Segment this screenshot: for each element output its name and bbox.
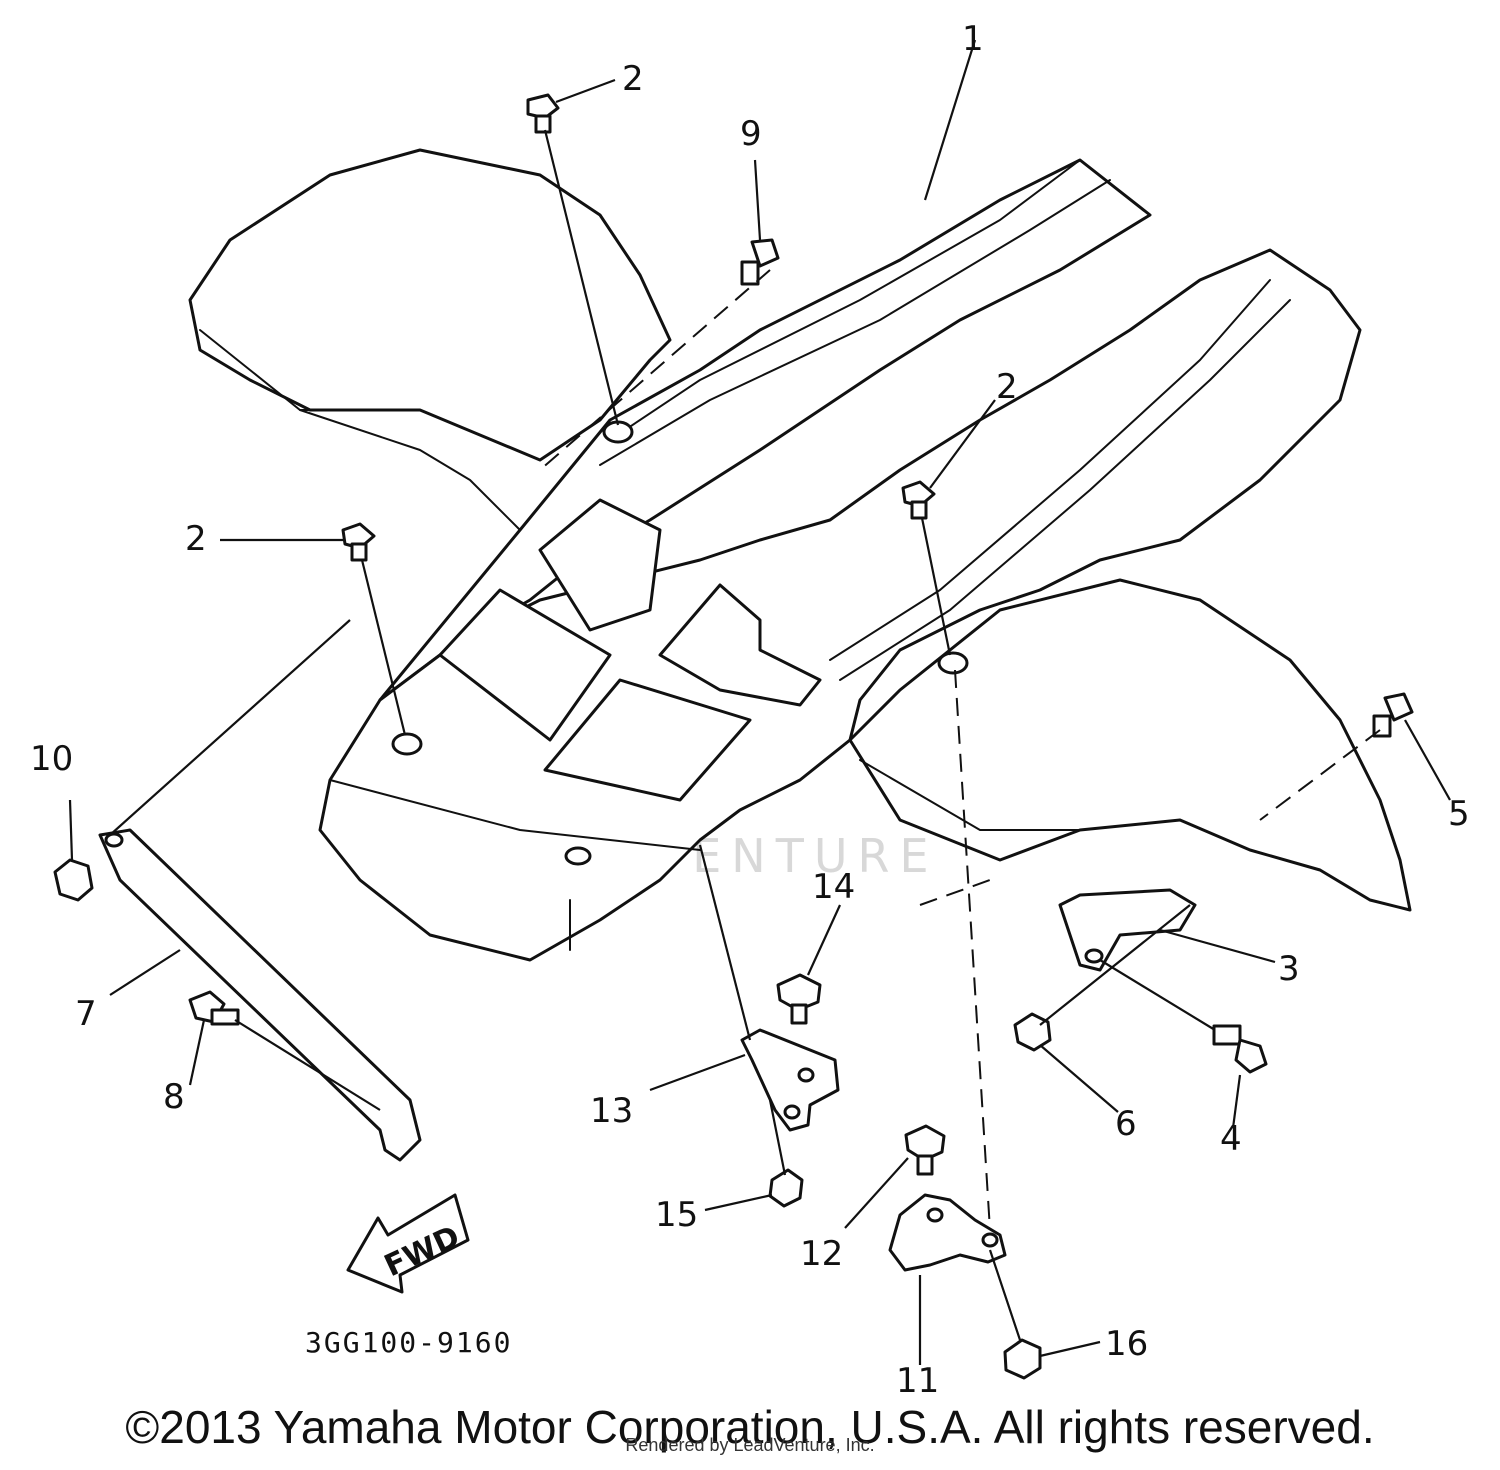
bolt-4 bbox=[1212, 1024, 1268, 1074]
fwd-arrow-icon: FWD bbox=[346, 1193, 470, 1294]
callout-leaders bbox=[68, 39, 1451, 1365]
callout-8: 8 bbox=[163, 1077, 185, 1117]
bolt-8 bbox=[188, 990, 240, 1026]
copyright-notice: ©2013 Yamaha Motor Corporation, U.S.A. A… bbox=[125, 1401, 1375, 1453]
nut-15 bbox=[768, 1168, 804, 1208]
nut-6 bbox=[1013, 1012, 1052, 1052]
nut-10 bbox=[53, 858, 94, 902]
rendered-by-credit: Rendered by LeadVenture, Inc. bbox=[625, 1435, 875, 1455]
callout-1: 1 bbox=[962, 19, 984, 59]
callout-3: 3 bbox=[1278, 949, 1300, 989]
diagram-code: 3GG100-9160 bbox=[305, 1326, 512, 1359]
bolt-2b bbox=[341, 522, 376, 562]
bracket-13 bbox=[740, 1028, 840, 1132]
rear-fender-part-1 bbox=[188, 148, 1412, 962]
callout-13: 13 bbox=[590, 1091, 633, 1131]
callout-7: 7 bbox=[75, 994, 97, 1034]
assembly-lines bbox=[109, 129, 1381, 1341]
callout-16: 16 bbox=[1105, 1324, 1148, 1364]
bracket-3 bbox=[1058, 888, 1197, 972]
bolt-2a bbox=[526, 93, 560, 134]
fender-stay-part-7 bbox=[98, 828, 422, 1162]
callout-10: 10 bbox=[30, 739, 73, 779]
callout-9: 9 bbox=[740, 114, 762, 154]
callout-15: 15 bbox=[655, 1195, 698, 1235]
callout-6: 6 bbox=[1115, 1104, 1137, 1144]
callout-14: 14 bbox=[812, 867, 855, 907]
callout-2-top: 2 bbox=[622, 59, 644, 99]
callout-2-right: 2 bbox=[996, 367, 1018, 407]
callout-numbers: 2 2 2 1 9 5 3 4 6 10 7 8 13 14 15 12 11 … bbox=[30, 19, 1470, 1401]
bolt-2c bbox=[901, 480, 936, 520]
bolt-14 bbox=[776, 973, 822, 1025]
callout-4: 4 bbox=[1220, 1119, 1242, 1159]
clip-9 bbox=[740, 238, 780, 286]
callout-11: 11 bbox=[896, 1361, 939, 1401]
callout-12: 12 bbox=[800, 1234, 843, 1274]
bracket-11 bbox=[888, 1193, 1007, 1272]
bolt-12 bbox=[904, 1124, 946, 1176]
callout-2-left: 2 bbox=[185, 519, 207, 559]
callout-5: 5 bbox=[1448, 794, 1470, 834]
nut-16 bbox=[1003, 1338, 1042, 1380]
